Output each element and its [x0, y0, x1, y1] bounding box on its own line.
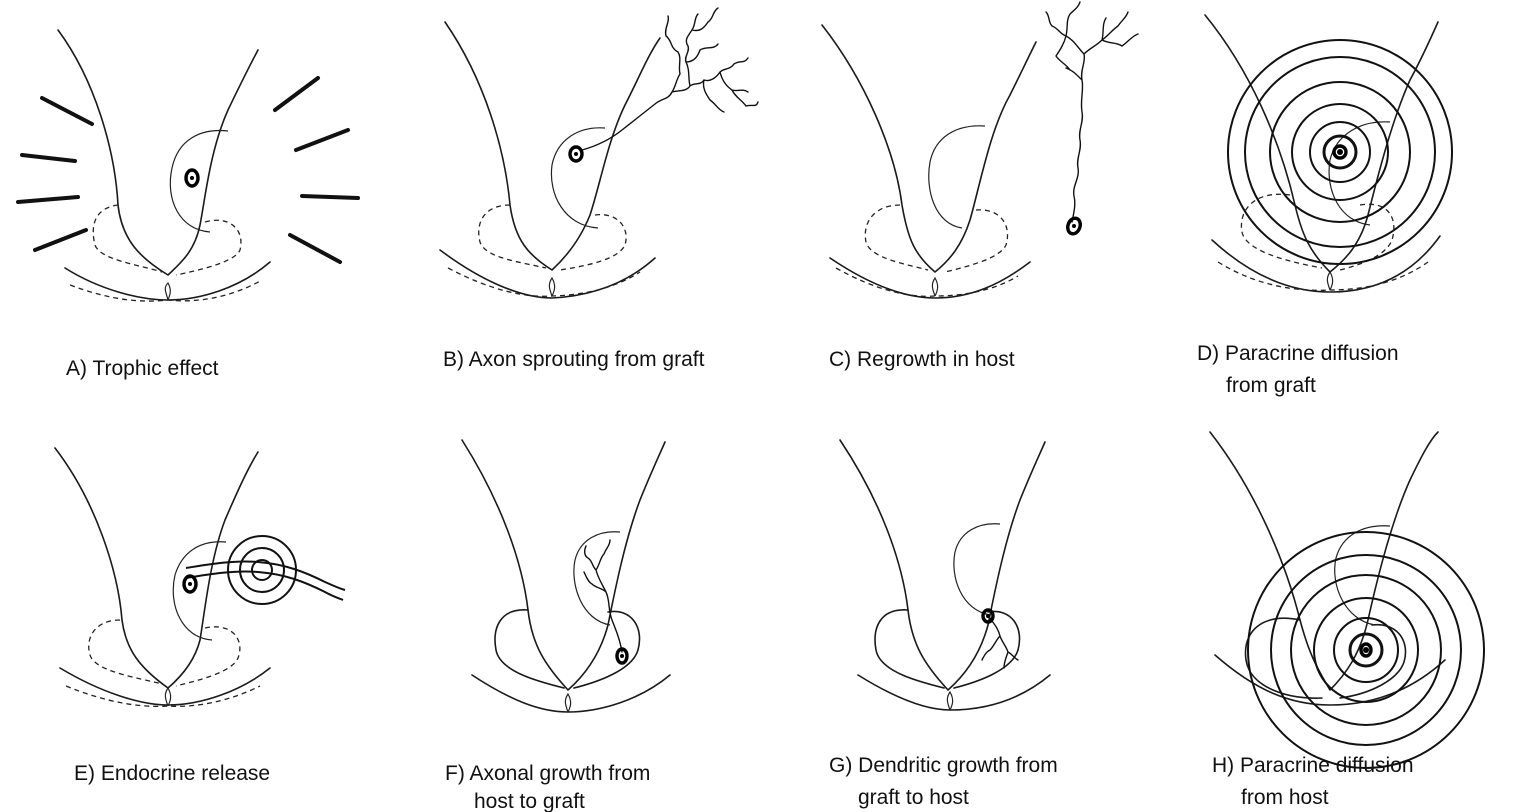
host-neuron-process: [1045, 1, 1139, 223]
graft-outline: [1328, 121, 1391, 226]
graft-outline: [169, 129, 229, 233]
median-eminence-outline: [821, 24, 1037, 299]
graft-cell: [1332, 144, 1348, 160]
median-eminence-outline: [439, 21, 661, 299]
host-neuron: [1359, 642, 1373, 658]
caption-a: A) Trophic effect: [66, 357, 219, 380]
caption-h: H) Paracrine diffusion from host: [1212, 754, 1419, 809]
graft-outline: [1334, 525, 1391, 626]
panel-d: D) Paracrine diffusion from graft: [1197, 14, 1453, 397]
diffusion-rings: [227, 535, 297, 605]
graft-outline: [928, 125, 986, 229]
median-eminence-outline: [54, 447, 271, 707]
graft-cell: [182, 574, 198, 594]
caption-e: E) Endocrine release: [74, 762, 270, 785]
median-eminence-outline: [461, 439, 671, 713]
diffusion-rings: [1227, 39, 1453, 265]
graft-outline: [172, 541, 227, 641]
trophic-rays: [16, 76, 360, 264]
median-eminence-outline: [839, 439, 1051, 711]
graft-cell: [981, 608, 995, 624]
median-eminence-outline: [1209, 431, 1446, 706]
caption-d: D) Paracrine diffusion from graft: [1197, 342, 1404, 397]
host-axon: [583, 539, 623, 653]
graft-cell: [568, 145, 584, 163]
panel-f: F) Axonal growth from host to graft: [445, 439, 671, 812]
panel-c: C) Regrowth in host: [821, 1, 1139, 371]
caption-c: C) Regrowth in host: [829, 348, 1015, 371]
caption-f: F) Axonal growth from host to graft: [445, 762, 656, 812]
graft-cell: [184, 168, 200, 188]
panel-e: E) Endocrine release: [54, 447, 346, 785]
graft-outline: [550, 127, 606, 229]
graft-outline: [573, 531, 621, 626]
panel-g: G) Dendritic growth from graft to host: [829, 439, 1064, 809]
host-neuron: [1066, 216, 1082, 236]
caption-g: G) Dendritic growth from graft to host: [829, 754, 1064, 809]
panel-a: A) Trophic effect: [16, 29, 360, 380]
axon-sprout: [581, 7, 759, 151]
median-eminence-outline: [1204, 14, 1441, 293]
blood-vessel: [185, 560, 346, 601]
graft-dendrite: [981, 617, 1019, 669]
graft-outline: [953, 523, 1001, 616]
median-eminence-outline: [57, 29, 271, 302]
diffusion-rings: [1247, 531, 1485, 769]
host-neuron: [615, 647, 629, 665]
caption-b: B) Axon sprouting from graft: [443, 348, 705, 371]
panel-h: H) Paracrine diffusion from host: [1209, 431, 1485, 809]
panel-b: B) Axon sprouting from graft: [439, 7, 759, 371]
